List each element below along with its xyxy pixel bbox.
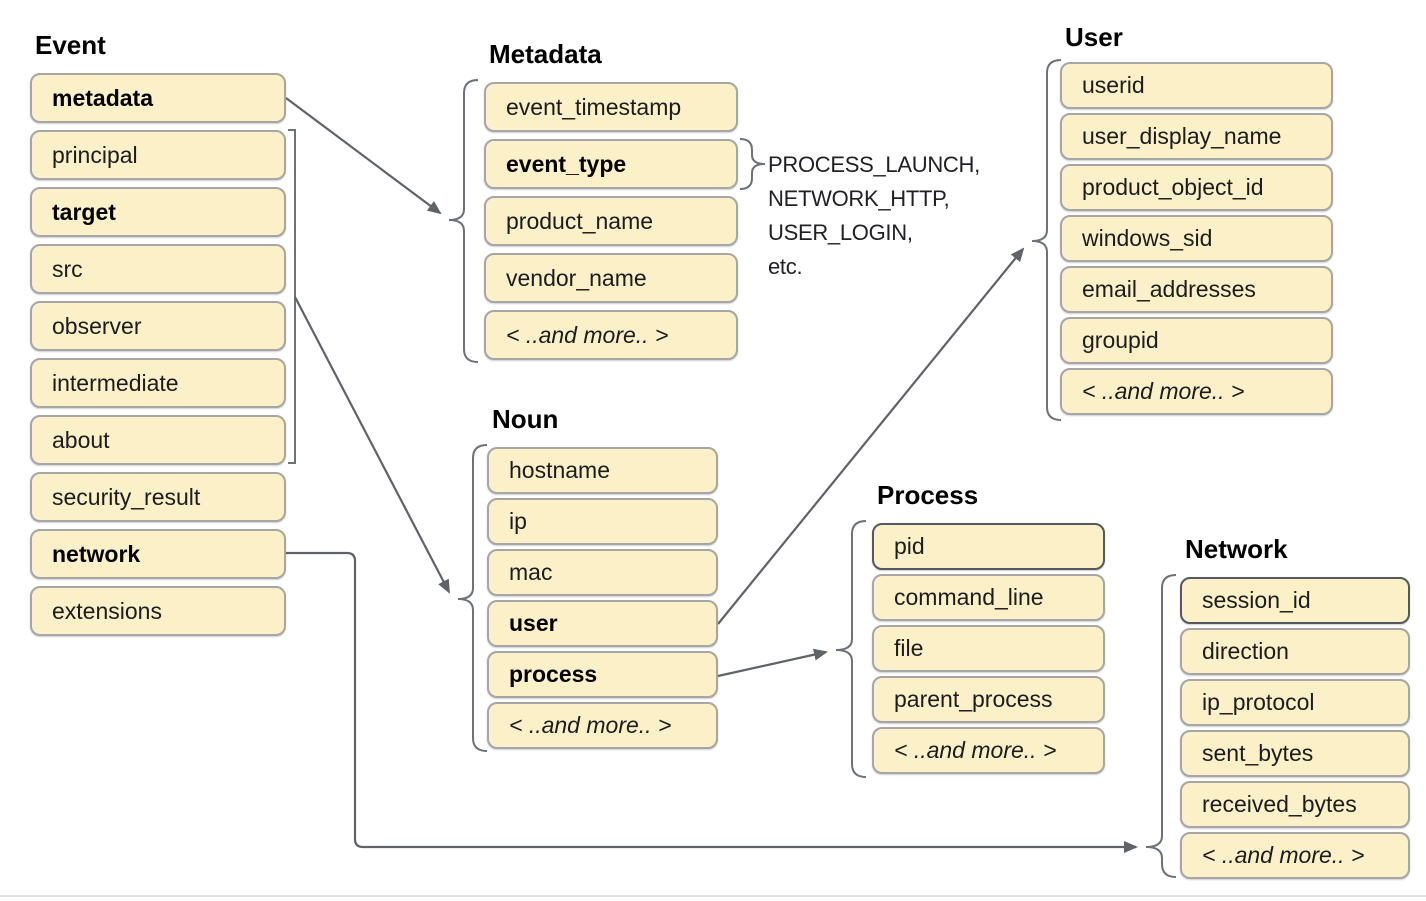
field-box-observer: observer [30, 301, 286, 351]
group-event-items: metadata principal target src observer interm… [30, 73, 286, 636]
group-network-title: Network [1185, 534, 1288, 564]
field-box-product-name: product_name [484, 196, 738, 246]
group-process-title: Process [877, 480, 979, 510]
field-box-ip: ip [487, 498, 718, 545]
noun-brace [457, 444, 488, 752]
field-box-product-object-id: product_object_id [1060, 164, 1333, 211]
field-box-intermediate: intermediate [30, 358, 286, 408]
field-box-event-type: event_type [484, 139, 738, 189]
event-nouns-bracket [288, 129, 296, 464]
field-box-direction: direction [1180, 628, 1410, 675]
field-box-and-more: < ..and more.. > [1060, 368, 1333, 415]
field-box-groupid: groupid [1060, 317, 1333, 364]
field-box-src: src [30, 244, 286, 294]
field-box-about: about [30, 415, 286, 465]
arrow-nouns [294, 296, 450, 594]
field-box-file: file [872, 625, 1105, 672]
field-box-target: target [30, 187, 286, 237]
network-brace [1145, 574, 1177, 878]
field-box-extensions: extensions [30, 586, 286, 636]
event-type-enum-brace [739, 138, 766, 190]
group-event: Event metadata principal target src observer… [30, 30, 286, 643]
group-metadata-title: Metadata [489, 39, 602, 69]
field-box-process: process [487, 651, 718, 698]
event-type-values-note: PROCESS_LAUNCH, NETWORK_HTTP, USER_LOGIN… [768, 152, 980, 279]
user-brace [1031, 59, 1062, 421]
field-box-userid: userid [1060, 62, 1333, 109]
field-box-vendor-name: vendor_name [484, 253, 738, 303]
field-box-user-display-name: user_display_name [1060, 113, 1333, 160]
field-box-metadata: metadata [30, 73, 286, 123]
field-box-and-more: < ..and more.. > [1180, 832, 1410, 879]
process-brace [835, 520, 867, 778]
field-box-ip-protocol: ip_protocol [1180, 679, 1410, 726]
field-box-network: network [30, 529, 286, 579]
field-box-hostname: hostname [487, 447, 718, 494]
bottom-divider [0, 895, 1426, 897]
field-box-pid: pid [872, 523, 1105, 570]
field-box-received-bytes: received_bytes [1180, 781, 1410, 828]
field-box-principal: principal [30, 130, 286, 180]
field-box-and-more: < ..and more.. > [872, 727, 1105, 774]
group-user-title: User [1065, 22, 1123, 52]
arrow-metadata [285, 97, 442, 215]
field-box-parent-process: parent_process [872, 676, 1105, 723]
field-box-event-timestamp: event_timestamp [484, 82, 738, 132]
field-box-sent-bytes: sent_bytes [1180, 730, 1410, 777]
field-box-email-addresses: email_addresses [1060, 266, 1333, 313]
arrow-process [717, 648, 828, 678]
field-box-and-more: < ..and more.. > [487, 702, 718, 749]
field-box-session-id: session_id [1180, 577, 1410, 624]
group-noun-title: Noun [492, 404, 559, 434]
metadata-brace [448, 79, 479, 363]
field-box-security-result: security_result [30, 472, 286, 522]
field-box-and-more: < ..and more.. > [484, 310, 738, 360]
group-event-title: Event [35, 30, 106, 60]
field-box-mac: mac [487, 549, 718, 596]
field-box-command-line: command_line [872, 574, 1105, 621]
field-box-user: user [487, 600, 718, 647]
field-box-windows-sid: windows_sid [1060, 215, 1333, 262]
